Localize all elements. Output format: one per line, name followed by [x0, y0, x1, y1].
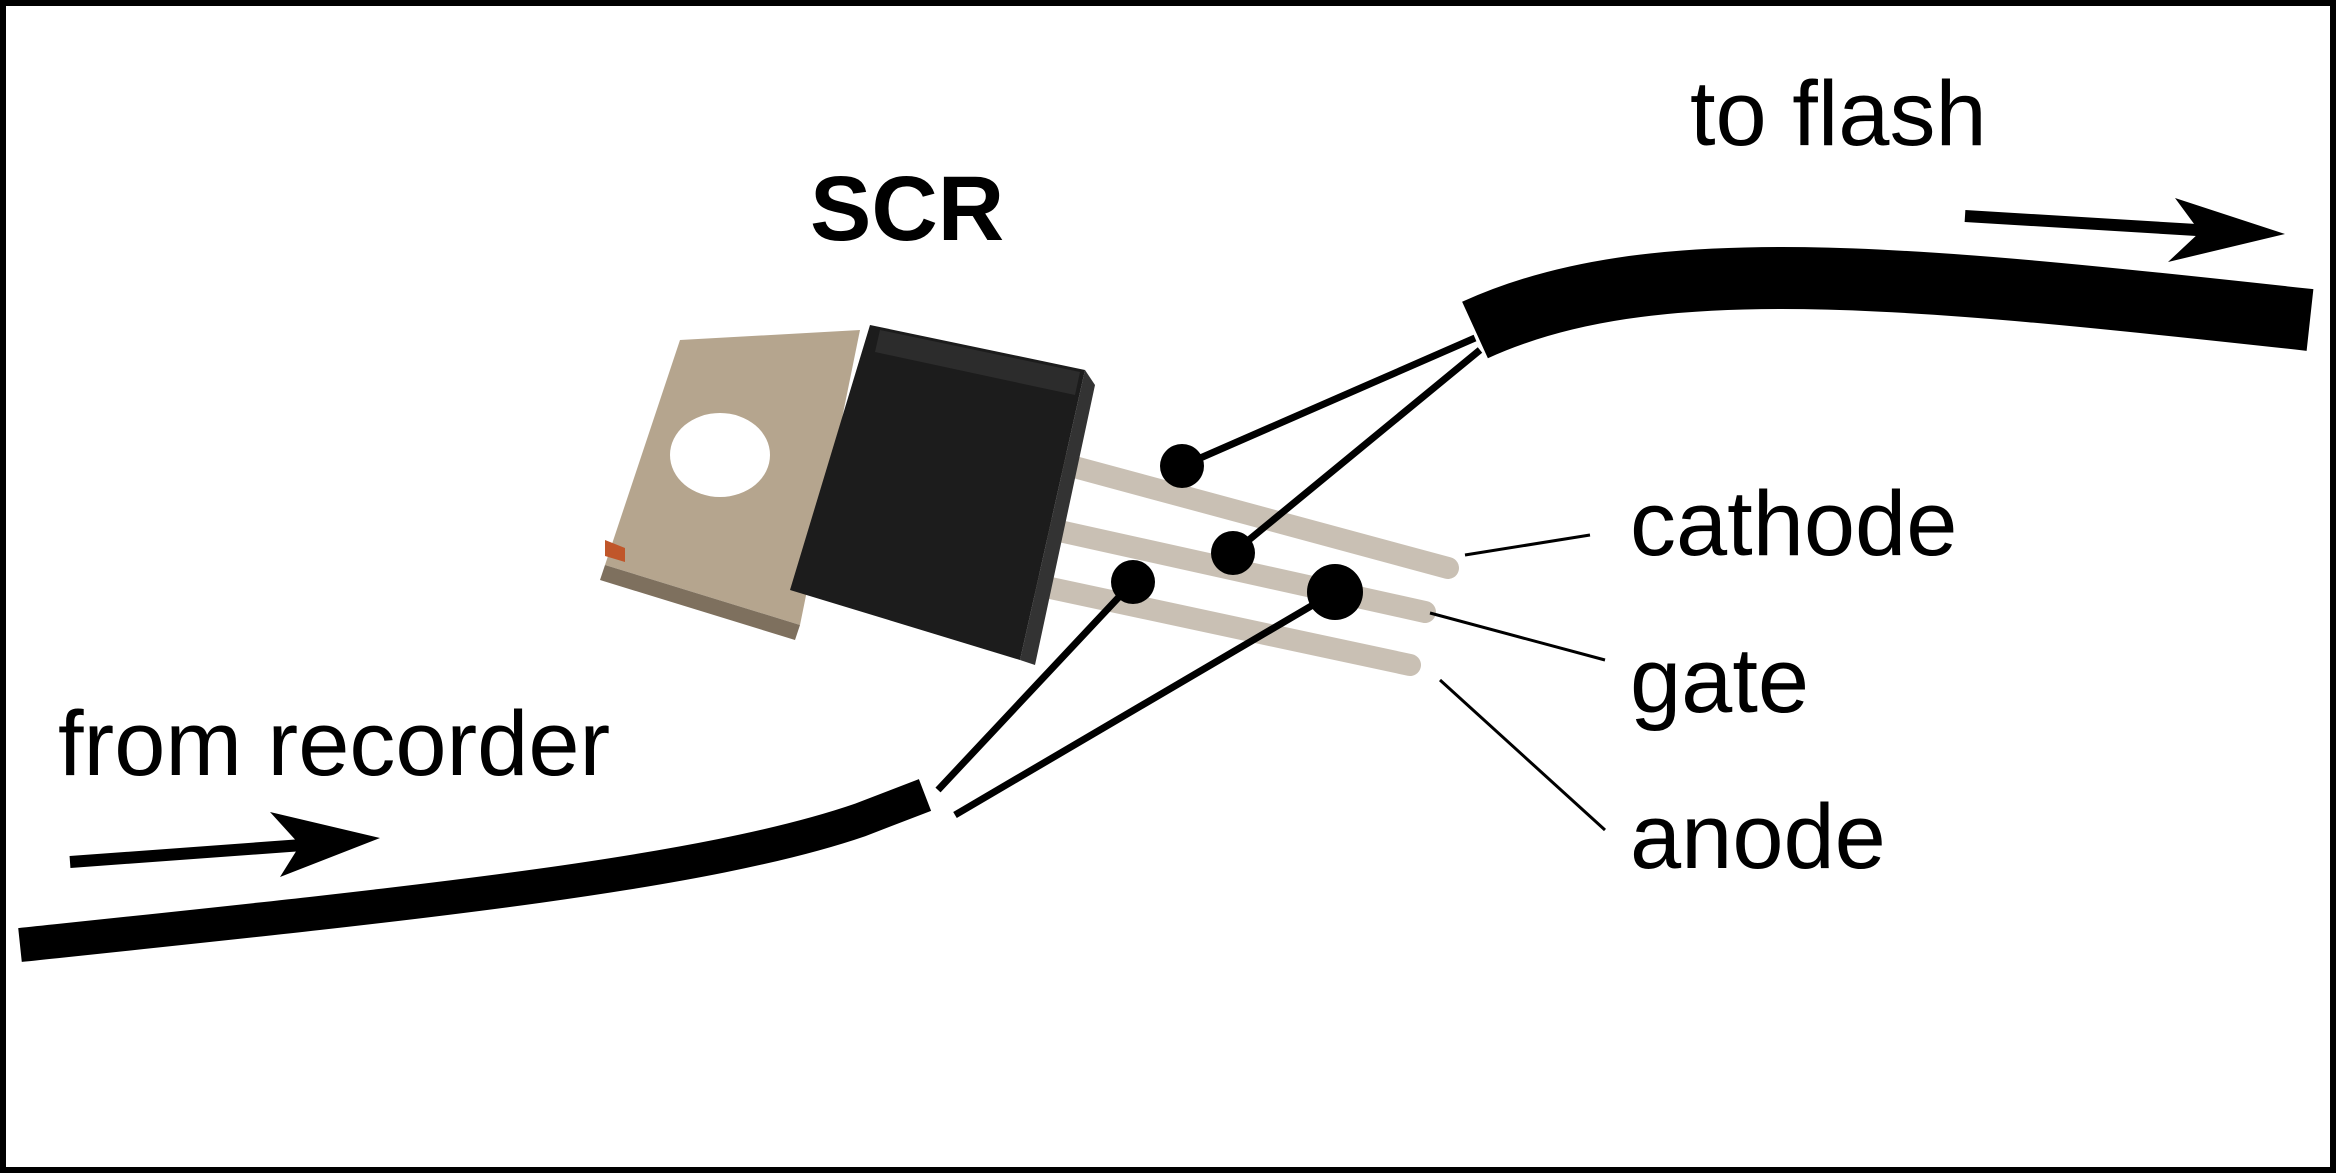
- cathode-label: cathode: [1630, 473, 1957, 575]
- output-cable: [1462, 246, 2314, 359]
- solder-dot: [1307, 564, 1363, 620]
- mounting-hole: [670, 413, 770, 497]
- solder-dots: [1111, 444, 1363, 620]
- solder-dot: [1160, 444, 1204, 488]
- anode-lead: [979, 564, 1421, 676]
- input-arrow: [69, 812, 380, 877]
- wire-cathode-to-input: [953, 588, 1337, 819]
- gate-leader-line: [1429, 611, 1606, 662]
- plastic-body: [790, 325, 1095, 665]
- wire-lead1-to-output: [1180, 334, 1477, 470]
- input-cable: [18, 779, 932, 962]
- input-label: from recorder: [58, 693, 610, 795]
- connection-wires: [935, 334, 1483, 819]
- output-label: to flash: [1690, 63, 1987, 165]
- output-arrow: [1964, 198, 2285, 262]
- metal-tab: [600, 330, 860, 640]
- solder-dot: [1111, 560, 1155, 604]
- anode-label: anode: [1630, 786, 1886, 888]
- cathode-leader-line: [1464, 533, 1591, 557]
- gate-label: gate: [1630, 630, 1809, 732]
- component-title: SCR: [810, 158, 1004, 260]
- wire-gate-to-output: [1230, 347, 1483, 556]
- solder-dot: [1211, 531, 1255, 575]
- anode-leader-line: [1438, 678, 1607, 832]
- cathode-lead: [1019, 444, 1459, 579]
- wire-anode-to-input: [935, 579, 1136, 793]
- leader-lines: [1429, 533, 1607, 832]
- scr-component: [600, 325, 1459, 676]
